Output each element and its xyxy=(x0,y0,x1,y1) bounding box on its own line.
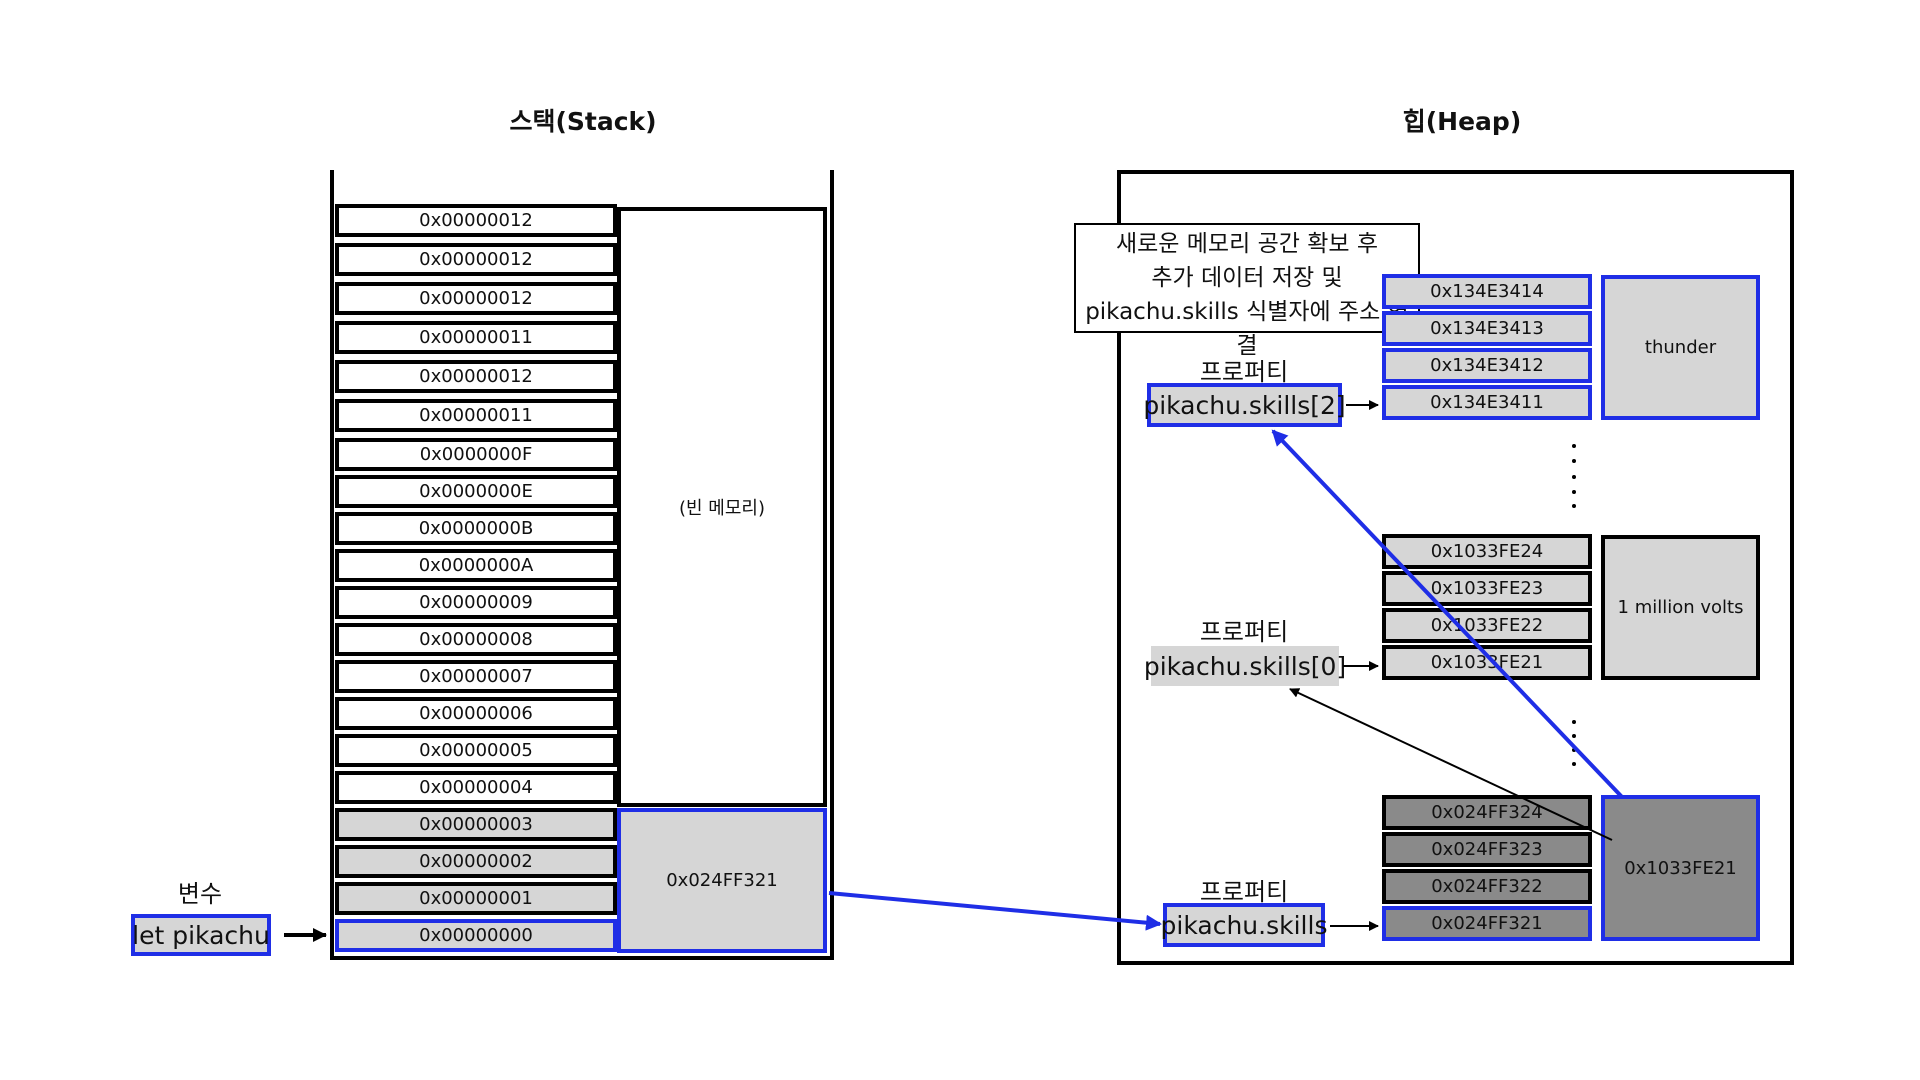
stack-cell-pikachu: 0x00000000 xyxy=(335,919,617,952)
stack-cell: 0x00000002 xyxy=(335,845,617,878)
ellipsis-dot xyxy=(1572,734,1576,738)
heap-cell: 0x024FF324 xyxy=(1382,795,1592,830)
heap-callout: 새로운 메모리 공간 확보 후 추가 데이터 저장 및 pikachu.skil… xyxy=(1074,223,1420,359)
stack-cell: 0x0000000B xyxy=(335,512,617,545)
heap-value-million-volts: 1 million volts xyxy=(1601,535,1760,680)
property-heading-1: 프로퍼티 xyxy=(1199,358,1289,386)
heap-cell: 0x1033FE23 xyxy=(1382,571,1592,606)
stack-cell: 0x00000005 xyxy=(335,734,617,767)
ellipsis-upper xyxy=(1572,444,1576,508)
variable-heading: 변수 xyxy=(177,880,223,908)
ellipsis-dot xyxy=(1572,762,1576,766)
property-heading-3: 프로퍼티 xyxy=(1199,878,1289,906)
property-heading-2: 프로퍼티 xyxy=(1199,618,1289,646)
heap-container xyxy=(1117,170,1794,965)
stack-cell: 0x0000000F xyxy=(335,438,617,471)
stack-cell: 0x00000003 xyxy=(335,808,617,841)
ellipsis-dot xyxy=(1572,490,1576,494)
ellipsis-dot xyxy=(1572,720,1576,724)
stack-cell: 0x00000007 xyxy=(335,660,617,693)
stack-cell: 0x00000004 xyxy=(335,771,617,804)
stack-cell: 0x00000012 xyxy=(335,360,617,393)
stack-cell: 0x0000000A xyxy=(335,549,617,582)
heap-cell: 0x1033FE21 xyxy=(1382,645,1592,680)
heap-value-pointer: 0x1033FE21 xyxy=(1601,795,1760,941)
ellipsis-dot xyxy=(1572,444,1576,448)
stack-cell: 0x00000011 xyxy=(335,321,617,354)
stack-cell: 0x00000012 xyxy=(335,243,617,276)
property-skills-2: pikachu.skills[2] xyxy=(1143,383,1346,427)
heap-cell: 0x134E3412 xyxy=(1382,348,1592,383)
heap-value-thunder: thunder xyxy=(1601,275,1760,420)
variable-name: let pikachu xyxy=(131,914,271,956)
ellipsis-dot xyxy=(1572,475,1576,479)
stack-empty-memory: (빈 메모리) xyxy=(617,207,827,807)
heap-cell: 0x134E3414 xyxy=(1382,274,1592,309)
heap-cell: 0x1033FE24 xyxy=(1382,534,1592,569)
stack-cell: 0x0000000E xyxy=(335,475,617,508)
property-skills-0: pikachu.skills[0] xyxy=(1144,646,1346,686)
stack-cell: 0x00000009 xyxy=(335,586,617,619)
heap-cell: 0x024FF322 xyxy=(1382,869,1592,904)
ellipsis-lower xyxy=(1572,720,1576,768)
heap-cell: 0x024FF323 xyxy=(1382,832,1592,867)
ellipsis-dot xyxy=(1572,459,1576,463)
heap-cell: 0x1033FE22 xyxy=(1382,608,1592,643)
stack-to-heap-arrow xyxy=(828,891,1162,931)
heap-title: 힙(Heap) xyxy=(1402,107,1522,136)
ellipsis-dot xyxy=(1572,748,1576,752)
pointer-to-skills2-arrow xyxy=(1271,429,1624,799)
property-skills: pikachu.skills xyxy=(1161,903,1327,947)
pointer-to-skills0-arrow xyxy=(1289,688,1613,841)
heap-cell: 0x134E3413 xyxy=(1382,311,1592,346)
ellipsis-dot xyxy=(1572,504,1576,508)
heap-cell: 0x024FF321 xyxy=(1382,906,1592,941)
stack-cell: 0x00000006 xyxy=(335,697,617,730)
heap-cell: 0x134E3411 xyxy=(1382,385,1592,420)
stack-cell: 0x00000008 xyxy=(335,623,617,656)
stack-title: 스택(Stack) xyxy=(509,107,657,136)
stack-container xyxy=(330,170,834,960)
stack-cell: 0x00000001 xyxy=(335,882,617,915)
stack-cell: 0x00000012 xyxy=(335,204,617,237)
stack-cell: 0x00000011 xyxy=(335,399,617,432)
stack-value-box: 0x024FF321 xyxy=(617,808,827,953)
stack-cell: 0x00000012 xyxy=(335,282,617,315)
